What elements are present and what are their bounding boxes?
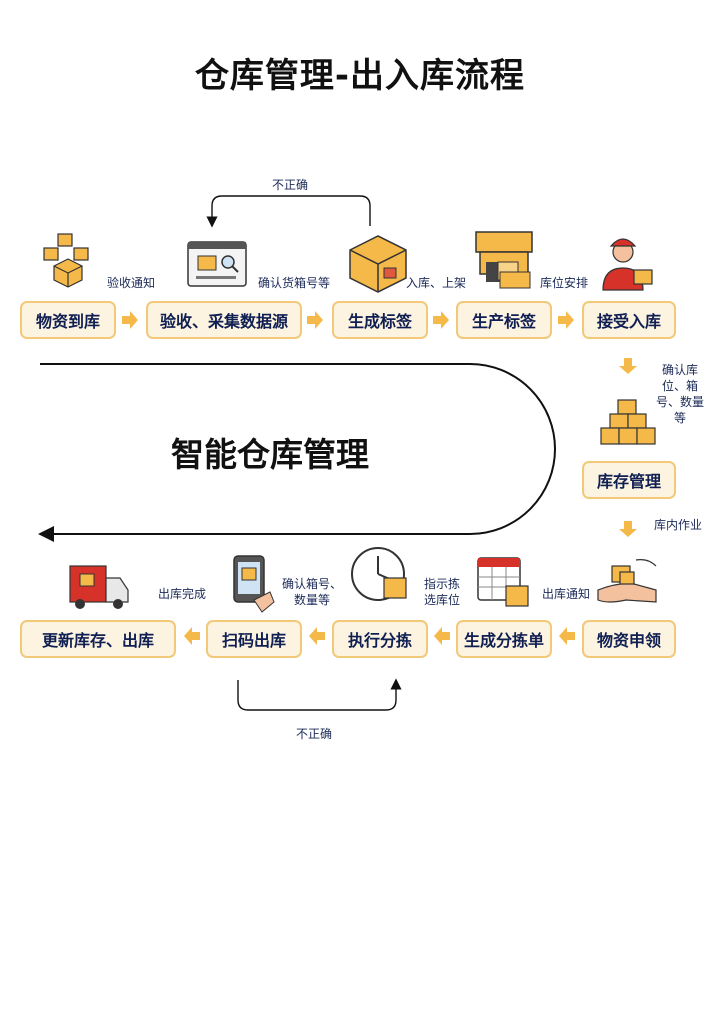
step-shengchan-biaoqian: 生产标签 [456,301,552,339]
worker-icon [602,238,653,291]
feedback-loop-bottom [237,678,402,711]
feedback-loop-top [206,195,371,228]
hand-box-icon [597,559,657,603]
label-yanshou-tongzhi: 验收通知 [107,276,156,290]
label-buzhengque-bottom: 不正确 [296,727,333,741]
label-chuku-wancheng: 出库完成 [158,587,207,601]
step-wuzi-shenling: 物资申领 [582,620,676,658]
label-kuwei-anpai: 库位安排 [540,276,589,290]
step-saoma-chuku: 扫码出库 [206,620,302,658]
boxes-network-icon [43,233,89,288]
calendar-box-icon [477,557,529,607]
center-title: 智能仓库管理 [171,435,369,474]
label-box-icon [349,235,407,293]
label-buzhengque-top: 不正确 [272,178,309,192]
delivery-truck-icon [69,565,129,609]
step-wuzi-daoku: 物资到库 [20,301,116,339]
arrow-left-3 [309,627,325,645]
step-shengcheng-fenjiandan: 生成分拣单 [456,620,552,658]
browser-search-icon [187,241,247,287]
phone-scan-icon [233,555,275,613]
step-kucun-guanli: 库存管理 [582,461,676,499]
step-gengxin-kucun: 更新库存、出库 [20,620,176,658]
step-yanshou-caiji: 验收、采集数据源 [146,301,302,339]
printer-label-icon [475,231,533,289]
label-kunei-zuoye: 库内作业 [654,518,703,532]
arrow-right-4 [558,311,574,329]
page-title: 仓库管理-出入库流程 [194,56,526,96]
label-queren-huoxiang: 确认货箱号等 [258,276,331,290]
clock-box-icon [351,547,407,601]
label-zhishi-jian: 指示拣 选库位 [423,577,460,607]
step-jieshou-ruku: 接受入库 [582,301,676,339]
arrow-down-1 [619,358,637,374]
arrow-right-3 [433,311,449,329]
arrow-right-2 [307,311,323,329]
arrow-right-1 [122,311,138,329]
label-ruku-shangjia: 入库、上架 [406,276,467,290]
label-chuku-tongzhi: 出库通知 [542,587,591,601]
step-zhixing-fenjian: 执行分拣 [332,620,428,658]
step-shengcheng-biaoqian: 生成标签 [332,301,428,339]
u-curve-line [38,363,556,542]
arrow-down-2 [619,521,637,537]
arrow-left-1 [559,627,575,645]
arrow-left-4 [184,627,200,645]
label-queren-xianghao: 确认箱号、 数量等 [281,577,342,607]
stacked-boxes-icon [600,399,656,445]
label-queren-kuwei: 确认库 位、箱 号、数量 等 [655,363,704,425]
arrow-left-2 [434,627,450,645]
